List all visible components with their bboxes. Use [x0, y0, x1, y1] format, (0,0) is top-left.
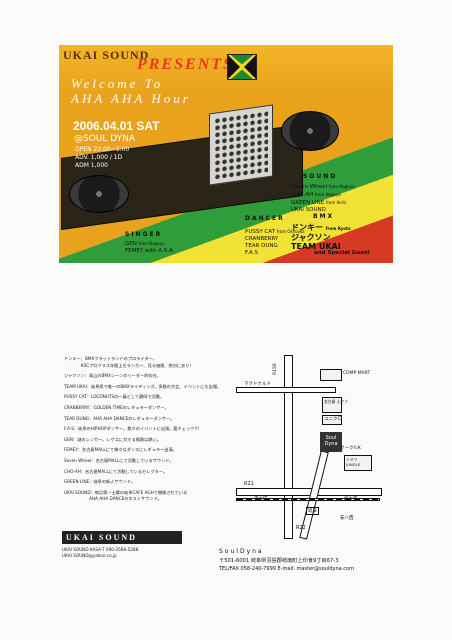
note-line: TEAM UKAI：岐阜県で唯一のBMXライディング。多数の大会、イベントにも出… — [64, 383, 222, 389]
railway — [236, 498, 380, 501]
list-item: TEAR DUNG — [245, 243, 278, 249]
list-item: UKAI SOUND — [291, 207, 326, 213]
open-time: OPEN 22:00~5:00 — [75, 146, 130, 153]
circle-k-label: サークルK — [340, 446, 361, 451]
uniqlo-label: ユニクロ — [324, 417, 342, 422]
brand-logo: UKAI SOUND — [63, 48, 150, 62]
event-venue: @SOUL DYNA — [74, 134, 136, 144]
shimachu-label: シマツ JUNGLE — [346, 457, 361, 467]
soul-dyna-marker: Soul Dyna — [320, 432, 342, 452]
list-item: PUSSY CAT from Okinawa — [245, 229, 305, 235]
dancer-title: DANCER — [245, 215, 285, 222]
right-platter-image — [281, 111, 339, 151]
club-name: SoulDyna — [219, 548, 264, 555]
junction-label: 岐大東 — [344, 497, 358, 502]
note-line: PUSSY CAT：LOCONUTSの一員として静岡で活動。 — [64, 394, 165, 400]
note-line: CRANBERRY：GOLDEN TIMEのレギュラーダンサー。 — [64, 404, 169, 410]
list-item: TEAM UKAI — [291, 242, 341, 251]
note-line: GEN：謎のシンガー。レゲエに対する情熱は熱い。 — [64, 436, 161, 442]
drug-block — [322, 397, 342, 413]
list-item: F.A.S — [245, 250, 258, 256]
note-line: TEAR DUNG：AHA AHA DANCEのレギュラーダンサー。 — [64, 415, 175, 421]
note-line: ジャクソン：高山のBMXシーンのリーダー的存在。 — [64, 373, 161, 379]
jamaica-flag-icon — [227, 54, 257, 80]
uniqlo-block — [322, 415, 342, 425]
list-item: CHO-AH from Nagoya — [291, 192, 341, 198]
event-date: 2006.04.01 SAT — [73, 119, 160, 133]
comp-mart-label: COMP MART — [343, 371, 371, 376]
footer-logo: UKAI SOUND — [62, 531, 182, 544]
sound-title: SOUND — [303, 173, 338, 180]
r21-label: R21 — [244, 481, 254, 487]
note-line: KSCプロクラス年間上位ランカー、見る価値、絶対にあり！ — [64, 362, 194, 368]
contact-phone: UKAI SOUND KASA-T 090-3568-5288 — [62, 547, 139, 552]
event-title: AHA AHA Hour — [71, 91, 191, 106]
list-item: GEN from Nagoya — [125, 241, 165, 247]
note-line: FEMEY：名古屋MALLにて様々なダンスにレギュラー出演。 — [64, 447, 177, 453]
dancer-list: PUSSY CAT from Okinawa CRANBERRY TEAR DU… — [245, 228, 305, 257]
adm-price: ADM 1,000 — [75, 162, 108, 169]
r22-label: R22 — [296, 525, 306, 531]
event-times: OPEN 22:00~5:00 ADV. 1,000 / 1D ADM 1,00… — [75, 146, 129, 170]
list-item: FEMEY with A.S.A. — [125, 248, 175, 254]
r156-label: R156 — [273, 363, 278, 375]
shimachu-block — [344, 455, 372, 471]
contact-email: UKAI SOUND@yahoo.co.jp — [62, 553, 117, 558]
junction-label: 東大田 — [254, 497, 268, 502]
list-item: CRANBERRY — [245, 236, 279, 242]
footer-contact: UKAI SOUND KASA-T 090-3568-5288 UKAI SOU… — [62, 547, 138, 559]
note-line: UKAI SOUND：毎月第一土曜の岐阜CAFE AGHで開催されている — [64, 489, 188, 495]
list-item: ドンキー from Kyoto — [291, 223, 351, 232]
singer-list: GEN from Nagoya FEMEY with A.S.A. — [125, 240, 174, 255]
note-line: F.A.S：岐阜のHIPHOPダンサー。数々のイベントに出演。要チェック!!! — [64, 426, 200, 432]
flyer-header — [59, 45, 393, 93]
road-r156 — [284, 355, 293, 539]
presents-text: PRESENTS — [137, 56, 234, 73]
mcdonalds-label: マクドナルド — [244, 382, 271, 387]
sound-list: Seven Wheel from Nagoya CHO-AH from Nago… — [291, 183, 355, 214]
note-line: CHO-AH：名古屋MALLにて活動しているセレクター。 — [64, 468, 168, 474]
station-label: 岐阜 — [306, 507, 319, 515]
list-item: GREEN LINE from Aichi — [291, 200, 347, 206]
welcome-text: Welcome To — [71, 76, 164, 91]
bmx-list: ドンキー from Kyoto ジャクソン TEAM UKAI — [291, 223, 351, 251]
club-address: 〒501-6001 岐阜県羽島郡岐南町上印食9丁目67-3 — [219, 558, 339, 564]
bmx-title: BMX — [313, 213, 335, 220]
mixer-image — [209, 104, 273, 186]
event-flyer: UKAI SOUND PRESENTS Welcome To AHA AHA H… — [59, 45, 393, 263]
singer-title: SINGER — [125, 231, 163, 238]
special-guest: and Special Guest — [314, 250, 370, 256]
artist-notes: ドンキー：BMXフラットランドのプロライダー。 KSCプロクラス年間上位ランカー… — [64, 356, 224, 507]
left-platter-image — [69, 175, 129, 213]
note-line: AHA AHA DANCEのホストサウンド。 — [64, 496, 162, 502]
access-map: R156 R21 R22 マクドナルド COMP MART 名古屋 ふぞう ユニ… — [236, 355, 382, 540]
note-line: ドンキー：BMXフラットランドのプロライダー。 — [64, 356, 157, 361]
list-item: ジャクソン — [291, 233, 331, 242]
club-tel: TEL/FAX 058-240-7999 E-mail: master@soul… — [219, 566, 354, 572]
comp-mart-block — [320, 369, 342, 381]
junction-label: 安八西 — [340, 516, 354, 521]
note-line: Seven Wheel：名古屋MALLにて活動しているサウンド。 — [64, 457, 174, 463]
road-side — [236, 387, 336, 393]
adv-price: ADV. 1,000 / 1D — [75, 154, 123, 161]
note-line: GREEN LINE：岐阜の新人サウンド。 — [64, 479, 136, 485]
list-item: Seven Wheel from Nagoya — [291, 184, 355, 190]
drug-label: 名古屋 ふぞう — [324, 399, 348, 404]
